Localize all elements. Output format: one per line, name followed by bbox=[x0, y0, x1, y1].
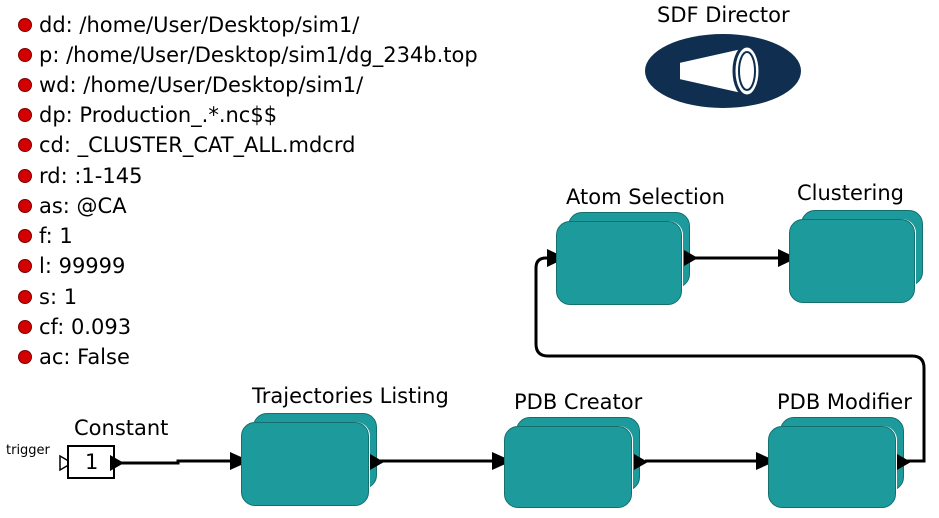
constant-output-port-icon[interactable] bbox=[108, 453, 126, 473]
parameter-rd[interactable]: rd: :1-145 bbox=[18, 161, 142, 191]
parameter-text: wd: /home/User/Desktop/sim1/ bbox=[39, 73, 364, 97]
pdb-creator-label: PDB Creator bbox=[514, 390, 643, 414]
parameter-dot-icon bbox=[18, 290, 32, 304]
sdf-director-icon[interactable] bbox=[643, 32, 803, 110]
parameter-cd[interactable]: cd: _CLUSTER_CAT_ALL.mdcrd bbox=[18, 130, 355, 160]
parameter-text: cf: 0.093 bbox=[39, 315, 132, 339]
parameter-text: cd: _CLUSTER_CAT_ALL.mdcrd bbox=[39, 133, 356, 157]
parameter-s[interactable]: s: 1 bbox=[18, 282, 77, 312]
parameter-p[interactable]: p: /home/User/Desktop/sim1/dg_234b.top bbox=[18, 40, 478, 70]
parameter-f[interactable]: f: 1 bbox=[18, 221, 73, 251]
parameter-text: ac: False bbox=[39, 345, 130, 369]
parameter-cf[interactable]: cf: 0.093 bbox=[18, 312, 131, 342]
parameter-dot-icon bbox=[18, 18, 32, 32]
trigger-port-label: trigger bbox=[6, 443, 50, 458]
parameter-text: f: 1 bbox=[39, 224, 73, 248]
parameter-as[interactable]: as: @CA bbox=[18, 191, 127, 221]
parameter-text: p: /home/User/Desktop/sim1/dg_234b.top bbox=[39, 43, 478, 67]
parameter-dot-icon bbox=[18, 229, 32, 243]
parameter-dp[interactable]: dp: Production_.*.nc$$ bbox=[18, 100, 277, 130]
parameter-dd[interactable]: dd: /home/User/Desktop/sim1/ bbox=[18, 10, 359, 40]
parameter-ac[interactable]: ac: False bbox=[18, 342, 130, 372]
parameter-dot-icon bbox=[18, 108, 32, 122]
actor-box bbox=[241, 422, 369, 506]
actor-box bbox=[504, 426, 632, 508]
actor-box bbox=[768, 426, 896, 508]
pdb-modifier-label: PDB Modifier bbox=[777, 390, 912, 414]
parameter-text: l: 99999 bbox=[39, 254, 126, 278]
actor-box bbox=[789, 219, 915, 303]
actor-box bbox=[556, 221, 682, 305]
trajectories-listing-label: Trajectories Listing bbox=[252, 384, 449, 408]
parameter-dot-icon bbox=[18, 320, 32, 334]
trigger-port-icon[interactable] bbox=[58, 454, 74, 472]
parameter-dot-icon bbox=[18, 78, 32, 92]
parameter-text: dd: /home/User/Desktop/sim1/ bbox=[39, 13, 360, 37]
parameter-text: rd: :1-145 bbox=[39, 164, 143, 188]
constant-label: Constant bbox=[74, 416, 169, 440]
parameter-wd[interactable]: wd: /home/User/Desktop/sim1/ bbox=[18, 70, 363, 100]
atom-selection-label: Atom Selection bbox=[566, 185, 725, 209]
trajectories-listing-output-port-icon[interactable] bbox=[368, 452, 386, 472]
parameter-text: as: @CA bbox=[39, 194, 127, 218]
parameter-l[interactable]: l: 99999 bbox=[18, 251, 125, 281]
parameter-text: dp: Production_.*.nc$$ bbox=[39, 103, 278, 127]
parameter-dot-icon bbox=[18, 138, 32, 152]
clustering-label: Clustering bbox=[797, 181, 905, 205]
parameter-dot-icon bbox=[18, 199, 32, 213]
parameter-dot-icon bbox=[18, 169, 32, 183]
pdb-creator-output-port-icon[interactable] bbox=[632, 452, 650, 472]
parameter-text: s: 1 bbox=[39, 285, 78, 309]
parameter-dot-icon bbox=[18, 350, 32, 364]
parameter-dot-icon bbox=[18, 48, 32, 62]
constant-value: 1 bbox=[85, 450, 99, 474]
atom-selection-output-port-icon[interactable] bbox=[682, 248, 700, 268]
director-label: SDF Director bbox=[657, 3, 790, 27]
pdb-modifier-output-port-icon[interactable] bbox=[895, 452, 913, 472]
parameter-dot-icon bbox=[18, 259, 32, 273]
